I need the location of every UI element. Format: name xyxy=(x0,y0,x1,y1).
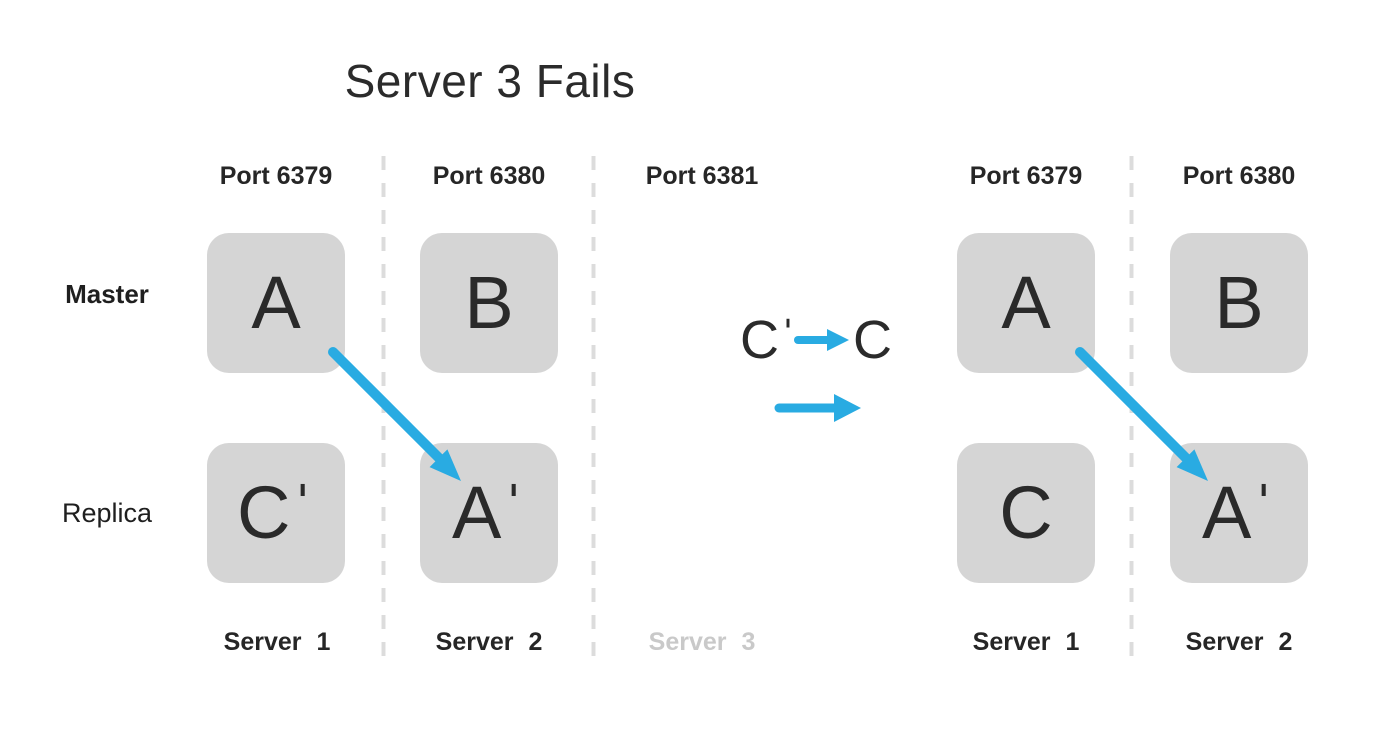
box-letter: Aˈ xyxy=(452,471,526,554)
server-3-failed-label: Server 3 xyxy=(648,628,756,656)
data-box-before-replica-6379: Cˈ xyxy=(207,443,345,583)
box-letter: A xyxy=(251,261,301,344)
transition-to-label: C xyxy=(853,310,892,370)
port-label-6381-before: Port 6381 xyxy=(645,162,759,190)
server-2-label-after: Server 2 xyxy=(1185,628,1293,656)
box-letter: Cˈ xyxy=(236,471,316,554)
transition-from-label: Cˈ xyxy=(740,310,797,370)
box-letter: Aˈ xyxy=(1202,471,1276,554)
data-box-after-replica-6379: C xyxy=(957,443,1095,583)
data-box-after-replica-6380: Aˈ xyxy=(1170,443,1308,583)
data-box-after-master-6379: A xyxy=(957,233,1095,373)
server-1-label-after: Server 1 xyxy=(972,628,1080,656)
box-letter: A xyxy=(1001,261,1051,344)
promotion-arrow-icon xyxy=(794,329,849,351)
port-label-6379-before: Port 6379 xyxy=(219,162,333,190)
port-label-6380-before: Port 6380 xyxy=(432,162,546,190)
replica-row-label: Replica xyxy=(61,498,153,528)
box-letter: C xyxy=(999,471,1053,554)
box-letter: B xyxy=(1214,261,1264,344)
server-1-label-before: Server 1 xyxy=(223,628,331,656)
data-box-before-replica-6380: Aˈ xyxy=(420,443,558,583)
port-label-6379-after: Port 6379 xyxy=(969,162,1083,190)
data-box-before-master-6379: A xyxy=(207,233,345,373)
data-box-after-master-6380: B xyxy=(1170,233,1308,373)
master-row-label: Master xyxy=(65,279,149,309)
server-2-label-before: Server 2 xyxy=(435,628,543,656)
failover-transition-arrow-icon xyxy=(774,394,861,422)
page-title: Server 3 Fails xyxy=(344,55,636,107)
port-label-6380-after: Port 6380 xyxy=(1182,162,1296,190)
data-box-before-master-6380: B xyxy=(420,233,558,373)
box-letter: B xyxy=(464,261,514,344)
